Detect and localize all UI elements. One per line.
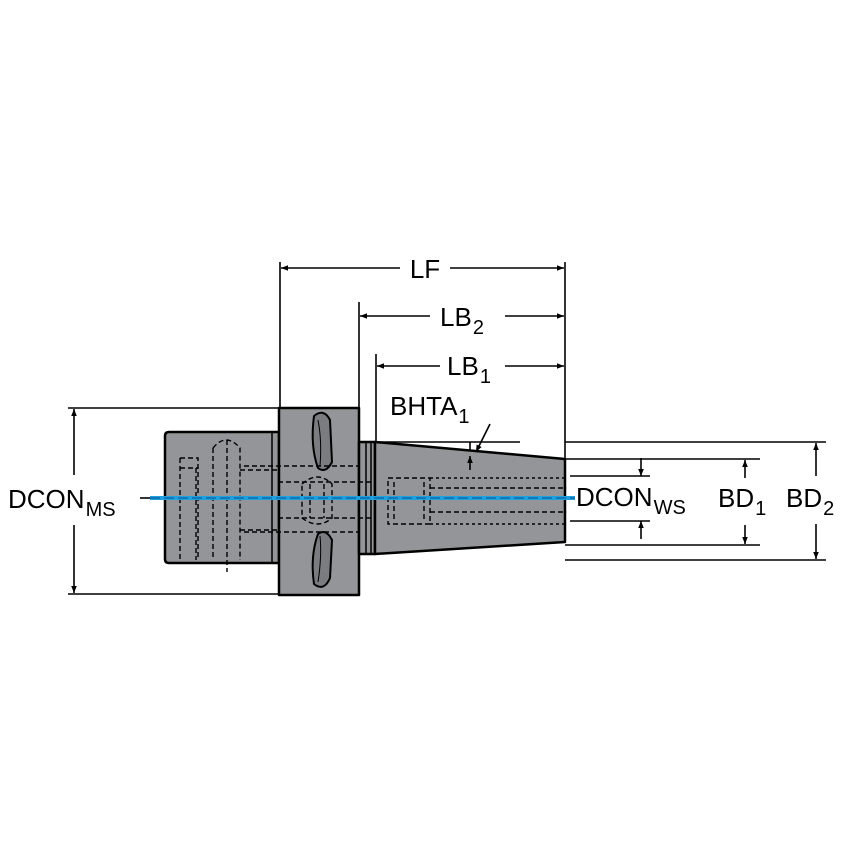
label-lb2: LB2 <box>440 302 484 339</box>
dimension-lines <box>71 265 819 593</box>
drive-slot-top <box>311 411 334 471</box>
drive-slot-bottom <box>311 531 334 588</box>
label-lb1: LB1 <box>447 351 491 388</box>
hidden-features <box>179 439 565 572</box>
extension-lines <box>68 262 826 595</box>
label-bd1: BD1 <box>718 483 766 520</box>
tool-body <box>163 406 567 597</box>
label-dcon-ms: DCONMS <box>8 484 116 521</box>
label-bd2: BD2 <box>786 483 834 520</box>
drive-slots <box>311 411 334 588</box>
bhta-leader <box>475 423 491 453</box>
label-lf: LF <box>410 254 440 284</box>
label-dcon-ws: DCONWS <box>576 482 686 519</box>
label-bhta1: BHTA1 <box>390 391 470 428</box>
